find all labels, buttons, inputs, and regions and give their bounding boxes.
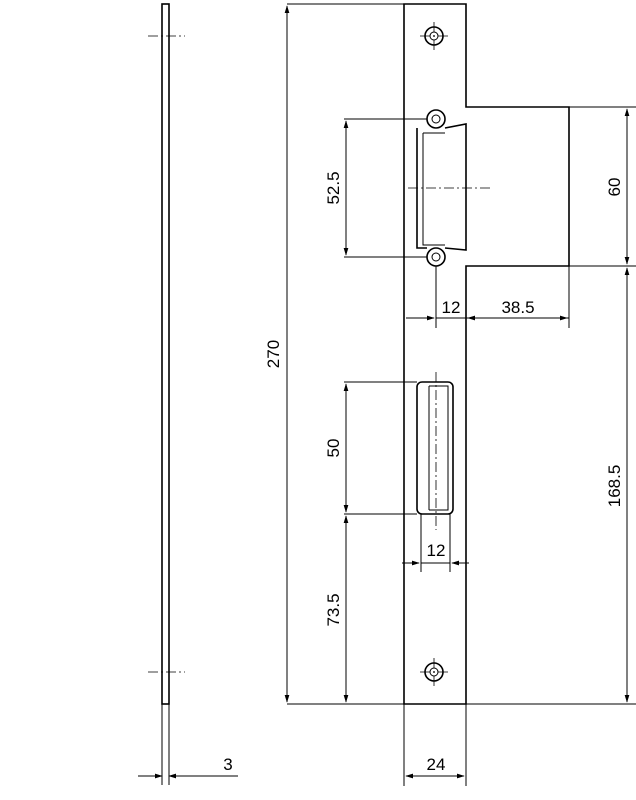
plate-outline [403,3,570,705]
dim-label-opening-width: 12 [442,298,461,317]
front-view [403,3,570,705]
opening-rivet-top-icon [426,109,446,129]
dim-label-plate-width: 24 [427,755,446,774]
dim-label-tongue-height: 60 [605,178,624,197]
strike-opening [408,109,492,267]
dim-bottom-to-tongue: 168.5 [466,267,636,705]
dim-tongue-height: 60 [569,106,636,267]
side-view: 3 [138,3,238,785]
dim-label-bottom-to-tongue: 168.5 [605,465,624,508]
dim-plate-width: 24 [403,704,467,786]
dim-label-bottom-to-slot: 73.5 [324,593,343,626]
dim-bolt-slot-width: 12 [402,514,469,572]
dim-label-strike-opening: 52.5 [324,171,343,204]
dim-label-bolt-slot-width: 12 [427,541,446,560]
dim-label-tongue-width: 38.5 [501,298,534,317]
opening-rivet-bottom-icon [426,247,446,267]
dim-total-height: 270 [264,3,404,705]
dim-bottom-to-slot: 73.5 [324,515,349,703]
dim-label-bolt-slot-height: 50 [324,439,343,458]
dim-strike-opening-height: 52.5 [324,118,427,258]
dim-label-thickness: 3 [223,755,232,774]
dim-bolt-slot-height: 50 [324,381,417,515]
bolt-slot [416,372,454,530]
dim-top-widths: 12 38.5 [406,266,570,328]
side-plate-outline [161,3,170,705]
dim-label-total-height: 270 [264,340,283,368]
